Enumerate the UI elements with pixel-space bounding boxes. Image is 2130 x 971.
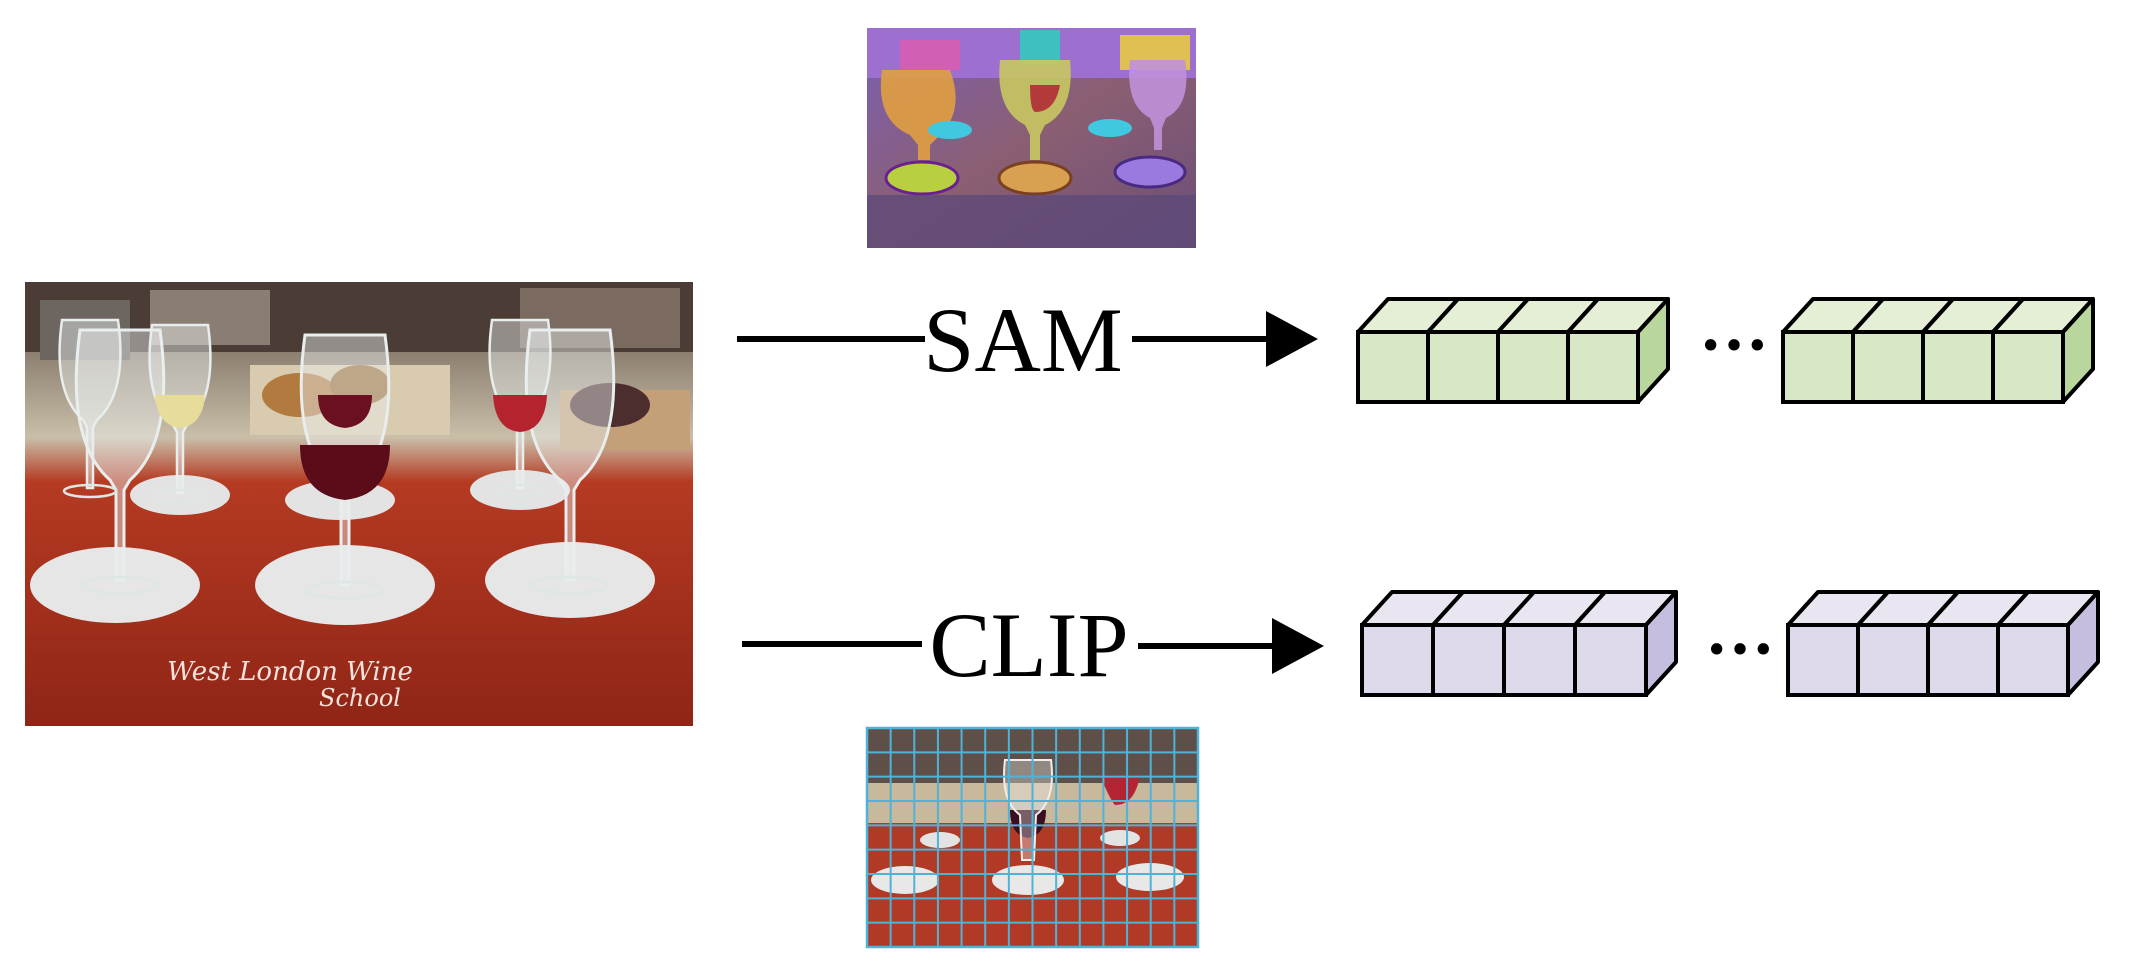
clip-ellipsis: ··· [1705, 611, 1775, 688]
sam-token [1851, 330, 1925, 404]
sam-token [1566, 330, 1640, 404]
sam-branch: SAM ··· [737, 289, 2095, 404]
sam-token [1991, 330, 2065, 404]
sam-token [1496, 330, 1570, 404]
clip-token [1856, 623, 1930, 697]
clip-thumbnail-border [865, 726, 1200, 949]
clip-token [1502, 623, 1577, 697]
right-arrow-icon [1272, 618, 1324, 674]
clip-branch: CLIP ··· [742, 590, 2100, 697]
clip-token [1573, 623, 1648, 697]
input-photo: West London Wine School [25, 282, 693, 726]
sam-token-side [2061, 297, 2095, 404]
clip-patch-grid-thumbnail [867, 728, 1198, 947]
clip-label: CLIP [929, 594, 1128, 696]
sam-token [1356, 330, 1430, 404]
placemat-text-line-2: School [319, 684, 401, 712]
sam-token [1781, 330, 1855, 404]
clip-token-side [1644, 590, 1678, 697]
clip-token [1996, 623, 2070, 697]
clip-token [1360, 623, 1435, 697]
right-arrow-icon [1266, 311, 1318, 367]
clip-token [1431, 623, 1506, 697]
clip-token-block-1 [1360, 590, 1678, 697]
sam-token [1921, 330, 1995, 404]
sam-token-side [1636, 297, 1670, 404]
sam-token [1426, 330, 1500, 404]
sam-ellipsis: ··· [1699, 307, 1769, 384]
sam-segmentation-thumbnail [867, 28, 1196, 248]
clip-token-side [2066, 590, 2100, 697]
patch-grid [867, 728, 1198, 947]
sam-token-block-1 [1356, 297, 1670, 404]
clip-token [1786, 623, 1860, 697]
clip-token-block-2 [1786, 590, 2100, 697]
clip-token [1926, 623, 2000, 697]
sam-token-block-2 [1781, 297, 2095, 404]
sam-label: SAM [923, 289, 1122, 391]
placemat-text-line-1: West London Wine [167, 657, 413, 687]
